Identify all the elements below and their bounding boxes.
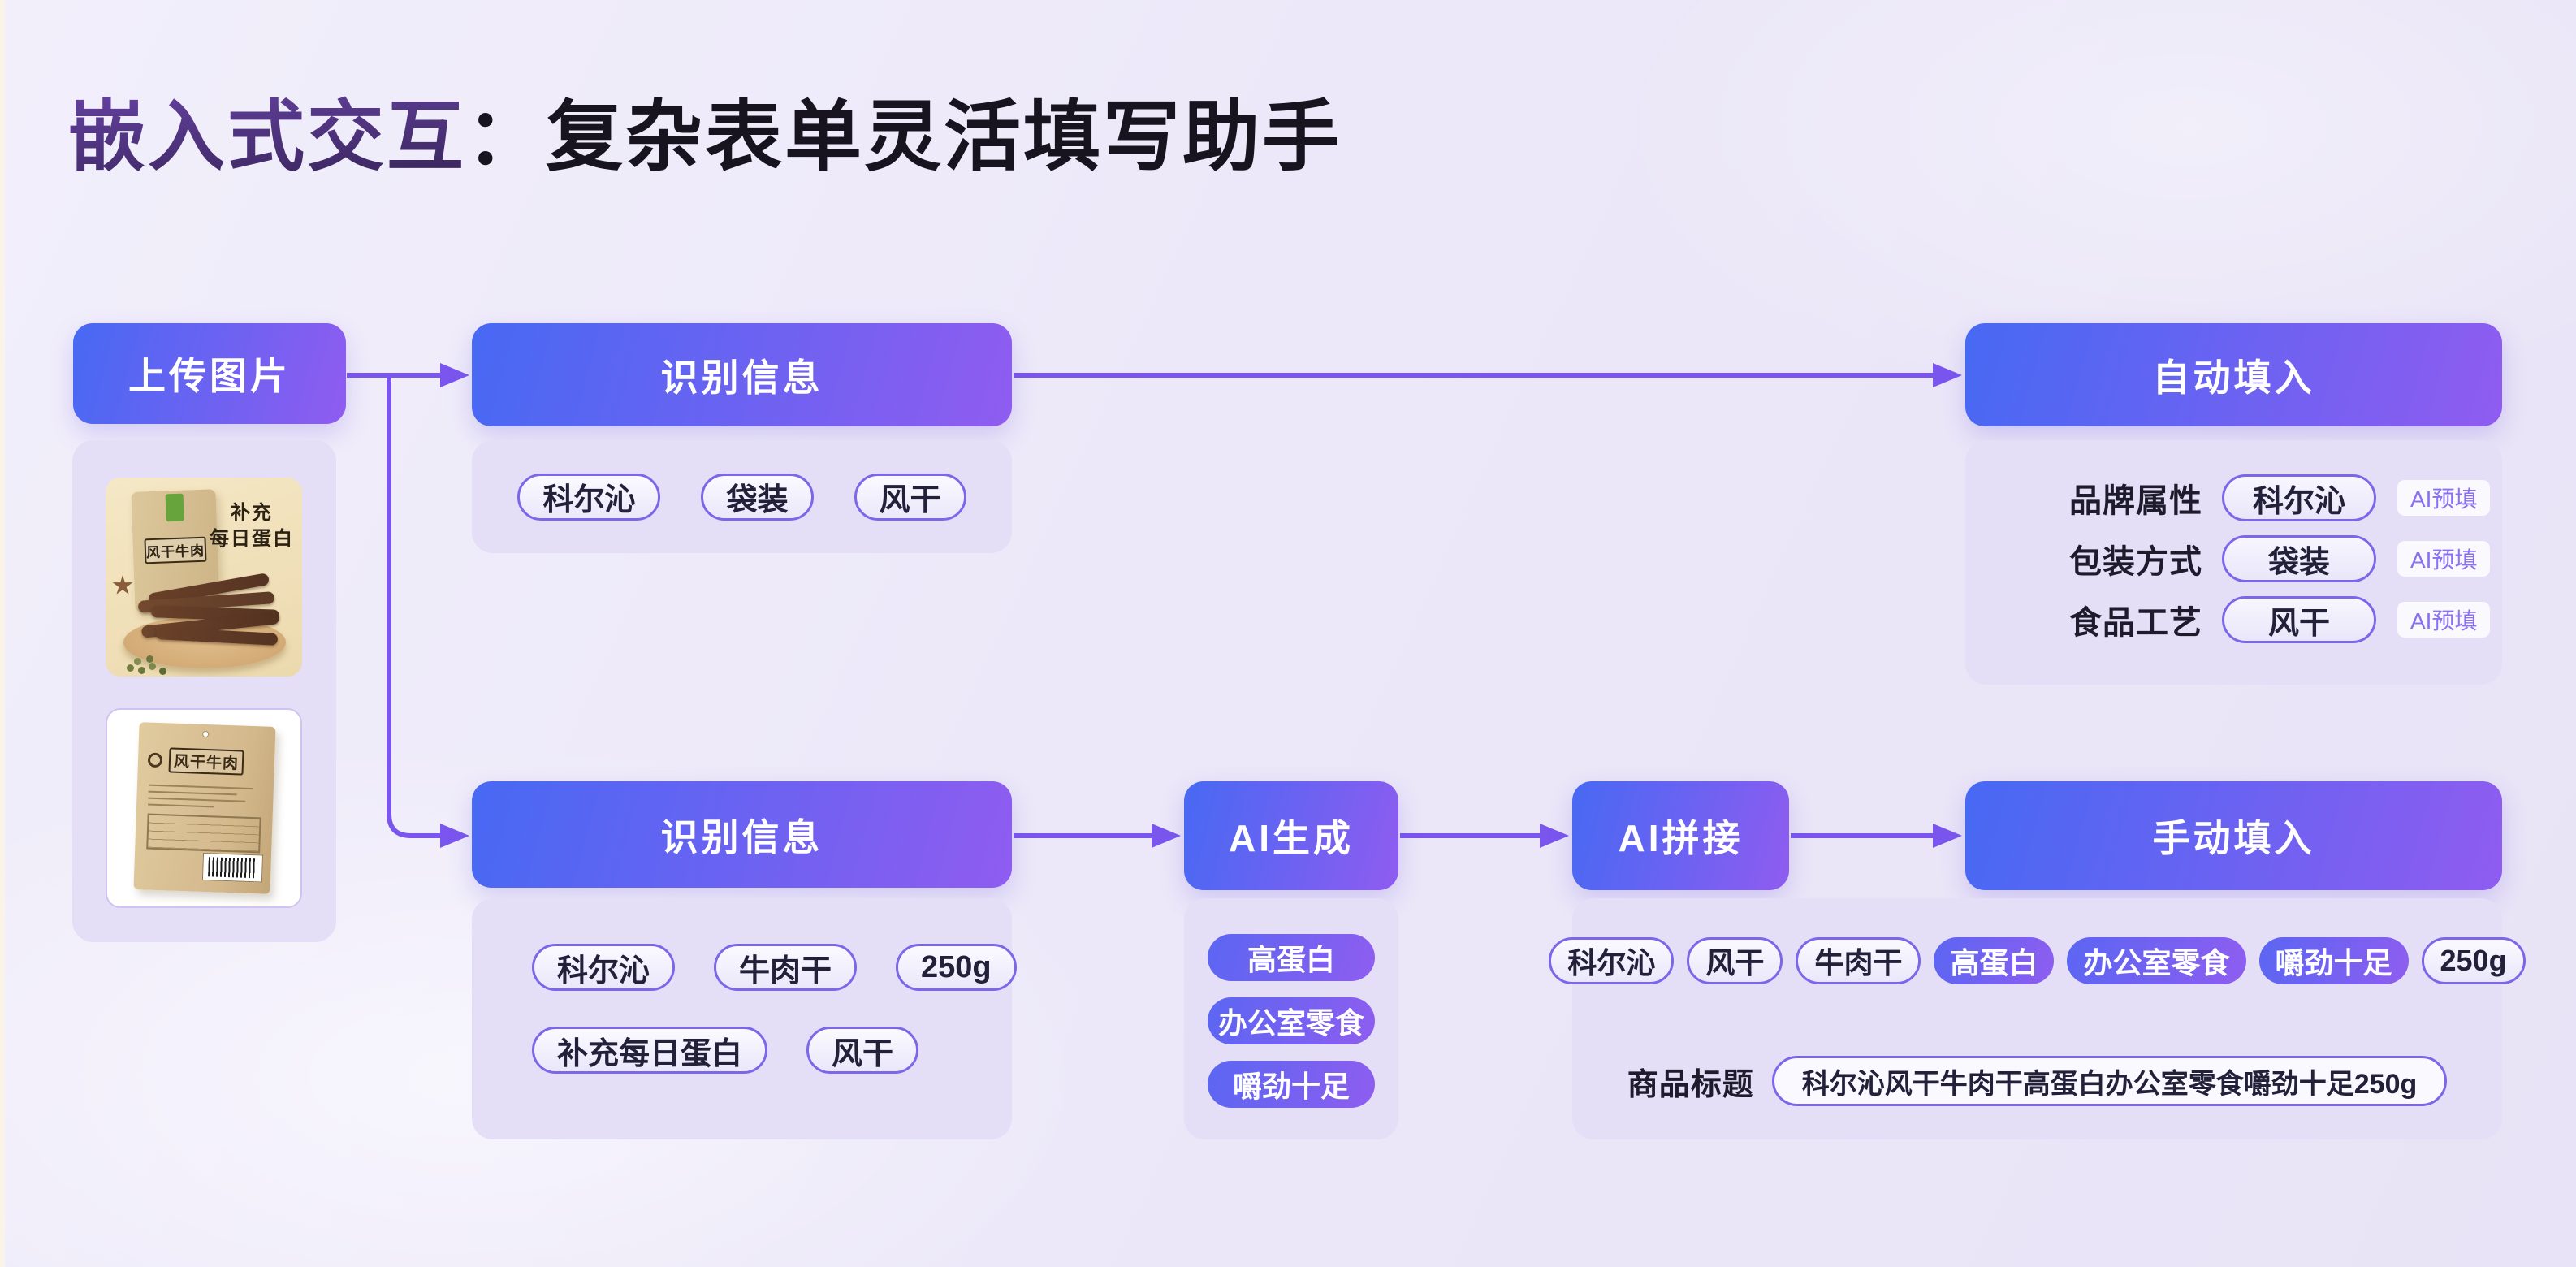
tags-row: 科尔沁 牛肉干 250g [532, 944, 1017, 991]
tag-chip-ai: 办公室零食 [2067, 937, 2246, 984]
auto-fill-form-panel: 品牌属性 科尔沁 AI预填 包装方式 袋装 AI预填 食品工艺 风干 AI预填 [1965, 440, 2502, 685]
tag-chip: 250g [2421, 937, 2526, 984]
bag-fine-print-lines [148, 780, 262, 815]
product-photo-front: 风干牛肉 补充 每日蛋白 [106, 478, 302, 677]
product-title-row: 商品标题 科尔沁风干牛肉干高蛋白办公室零食嚼劲十足250g [1572, 1056, 2502, 1106]
form-field-value: 袋装 [2222, 535, 2376, 582]
node-recognize-info-bottom-label: 识别信息 [660, 815, 823, 858]
node-auto-fill: 自动填入 [1965, 323, 2502, 426]
photo-headline: 补充 每日蛋白 [210, 500, 294, 553]
node-recognize-info-top: 识别信息 [472, 323, 1012, 426]
generated-tag-pill: 高蛋白 [1208, 934, 1375, 981]
node-ai-splice-label: AI拼接 [1618, 817, 1744, 859]
tag-chip: 风干 [854, 473, 966, 521]
bag-title-text: 风干牛肉 [168, 747, 244, 776]
tag-chip-ai: 高蛋白 [1934, 937, 2055, 984]
brand-logo-icon [147, 752, 163, 768]
bag-hang-hole [202, 730, 210, 738]
bag-brand-row: 风干牛肉 [147, 747, 244, 776]
node-upload-image-label: 上传图片 [128, 355, 291, 397]
tag-chip: 牛肉干 [1796, 937, 1921, 984]
form-field-label: 包装方式 [2069, 544, 2202, 580]
form-field-label: 食品工艺 [2069, 605, 2202, 641]
bag-title-text: 风干牛肉 [144, 536, 207, 564]
arrow-upload-branch-to-recognize2 [387, 375, 469, 848]
bag-green-label [165, 493, 184, 522]
form-row-brand: 品牌属性 科尔沁 AI预填 [1965, 474, 2502, 521]
product-photo-back: 风干牛肉 [106, 708, 302, 908]
generated-tag-pill: 嚼劲十足 [1208, 1061, 1375, 1108]
tag-chip-ai: 嚼劲十足 [2258, 937, 2409, 984]
product-title-value: 科尔沁风干牛肉干高蛋白办公室零食嚼劲十足250g [1771, 1056, 2448, 1106]
ai-prefill-badge: AI预填 [2397, 541, 2491, 577]
slide-edge-strip [0, 0, 5, 1267]
tag-chip: 科尔沁 [517, 473, 661, 521]
barcode [201, 852, 264, 883]
page-title-accent: 嵌入式交互 [68, 94, 467, 180]
uploaded-images-panel: 风干牛肉 补充 每日蛋白 风干牛肉 [72, 440, 336, 942]
generated-tag-pill: 办公室零食 [1208, 997, 1375, 1044]
photo-headline-line2: 每日蛋白 [210, 528, 294, 551]
tag-chip: 科尔沁 [532, 944, 676, 991]
manual-fill-panel: 科尔沁 风干 牛肉干 高蛋白 办公室零食 嚼劲十足 250g 商品标题 科尔沁风… [1549, 898, 2526, 1139]
recognized-tags-panel-top: 科尔沁 袋装 风干 [472, 440, 1012, 553]
tags-row: 补充每日蛋白 风干 [532, 1027, 1012, 1074]
node-recognize-info-top-label: 识别信息 [660, 356, 823, 399]
star-anise-decoration [112, 575, 133, 595]
tag-chip: 250g [896, 944, 1017, 991]
tag-chip: 科尔沁 [1549, 937, 1675, 984]
node-auto-fill-label: 自动填入 [2152, 356, 2315, 399]
product-title-label: 商品标题 [1627, 1067, 1754, 1102]
ai-generated-tags-panel: 高蛋白 办公室零食 嚼劲十足 [1184, 898, 1398, 1139]
node-ai-generate: AI生成 [1184, 781, 1398, 890]
node-manual-fill: 手动填入 [1965, 781, 2502, 890]
kraft-bag-back: 风干牛肉 [133, 722, 276, 894]
page-title-main: ：复杂表单灵活填写助手 [466, 94, 1342, 180]
photo-headline-line1: 补充 [231, 502, 273, 524]
spliced-tags-row: 科尔沁 风干 牛肉干 高蛋白 办公室零食 嚼劲十足 250g [1549, 937, 2526, 984]
tag-chip: 风干 [1687, 937, 1783, 984]
form-row-process: 食品工艺 风干 AI预填 [1965, 596, 2502, 643]
form-row-packaging: 包装方式 袋装 AI预填 [1965, 535, 2502, 582]
ai-prefill-badge: AI预填 [2397, 480, 2491, 516]
form-field-label: 品牌属性 [2069, 483, 2202, 519]
node-ai-splice: AI拼接 [1572, 781, 1789, 890]
node-ai-generate-label: AI生成 [1229, 817, 1354, 859]
tag-chip: 风干 [806, 1027, 919, 1074]
ai-prefill-badge: AI预填 [2397, 602, 2491, 638]
node-recognize-info-bottom: 识别信息 [472, 781, 1012, 888]
form-field-value: 科尔沁 [2222, 474, 2376, 521]
node-upload-image: 上传图片 [73, 323, 346, 424]
tag-chip: 补充每日蛋白 [532, 1027, 768, 1074]
tag-chip: 牛肉干 [714, 944, 858, 991]
form-field-value: 风干 [2222, 596, 2376, 643]
node-manual-fill-label: 手动填入 [2152, 817, 2315, 859]
nutrition-table [146, 813, 261, 854]
peppercorns-decoration [127, 664, 134, 672]
page-title: 嵌入式交互：复杂表单灵活填写助手 [68, 75, 1342, 186]
recognized-tags-panel-bottom: 科尔沁 牛肉干 250g 补充每日蛋白 风干 [472, 898, 1017, 1139]
tag-chip: 袋装 [701, 473, 814, 521]
